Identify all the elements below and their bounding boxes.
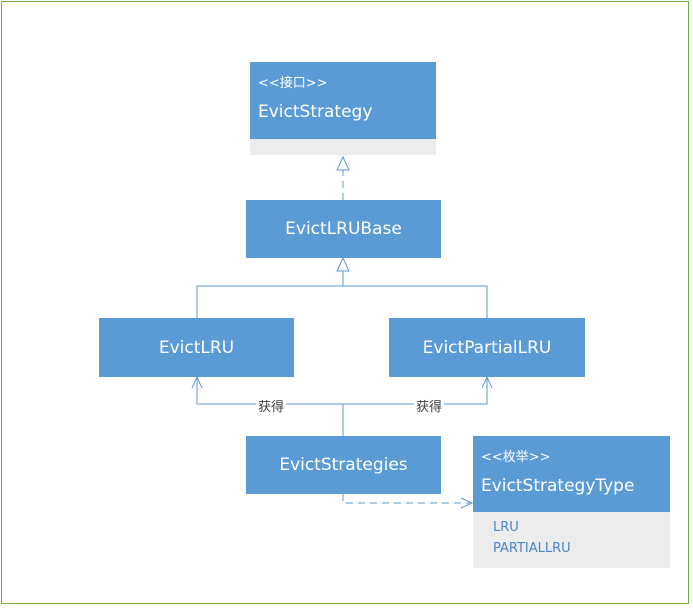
realization-arrowhead	[336, 155, 350, 171]
evict-lru-name: EvictLRU	[158, 337, 235, 358]
evict-strategies-class: EvictStrategies	[246, 436, 441, 494]
obtain-label-right: 获得	[414, 396, 445, 415]
evict-strategy-type-name: EvictStrategyType	[481, 476, 635, 496]
evict-strategy-name: EvictStrategy	[258, 102, 373, 122]
inheritance-arrowhead	[336, 256, 350, 272]
association-line-left	[196, 377, 343, 405]
dependency-line	[342, 494, 470, 504]
evict-strategy-stereotype: <<接口>>	[258, 76, 328, 91]
evict-strategy-class: <<接口>> EvictStrategy	[250, 62, 436, 139]
evict-partial-lru-class: EvictPartialLRU	[389, 318, 585, 377]
diagram-frame	[1, 1, 689, 604]
evict-lru-base-class: EvictLRUBase	[246, 200, 441, 258]
inheritance-line-right	[343, 285, 488, 318]
evict-strategy-type-values-compartment: LRU PARTIALLRU	[473, 512, 670, 568]
dependency-arrowhead	[460, 497, 474, 509]
evict-strategy-type-stereotype: <<枚举>>	[481, 450, 551, 465]
evict-lru-base-name: EvictLRUBase	[285, 219, 402, 239]
evict-strategies-name: EvictStrategies	[279, 455, 408, 475]
evict-lru-class: EvictLRU	[99, 318, 294, 377]
evict-strategy-type-enum: <<枚举>> EvictStrategyType	[473, 436, 670, 512]
evict-strategy-compartment	[250, 139, 436, 155]
association-arrowhead-right	[481, 375, 493, 389]
obtain-label-left: 获得	[256, 396, 287, 415]
association-line-right	[343, 377, 488, 405]
enum-value-lru: LRU	[493, 520, 519, 535]
enum-value-partiallru: PARTIALLRU	[493, 541, 571, 556]
evict-partial-lru-name: EvictPartialLRU	[422, 337, 552, 358]
association-arrowhead-left	[191, 375, 203, 389]
inheritance-line-left	[196, 285, 343, 318]
